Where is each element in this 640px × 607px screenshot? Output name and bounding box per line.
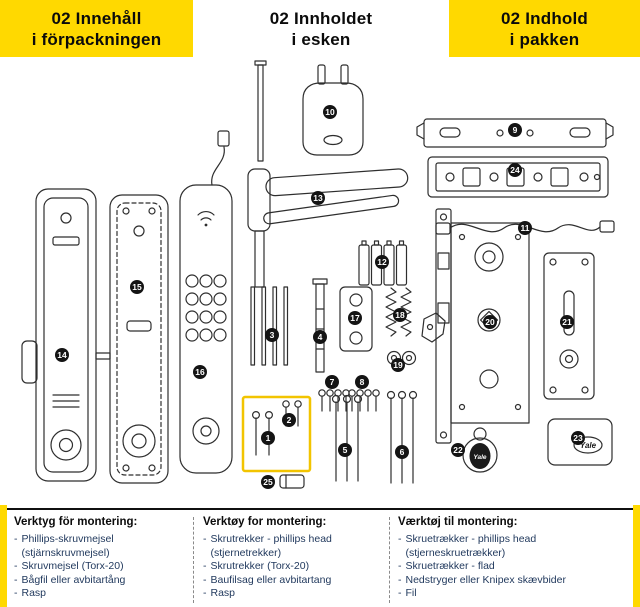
tool-item-text: Skruvmejsel (Torx-20) — [21, 560, 124, 572]
part-12-batteries — [358, 240, 408, 286]
tool-list-item: -Baufilsag eller avbitartang — [203, 574, 383, 588]
part-3-rods — [250, 286, 289, 366]
tool-list-item: -Bågfil eller avbitartång — [14, 574, 186, 588]
part-15-interior-backplate — [109, 194, 169, 484]
tool-list-item: -Skruvmejsel (Torx-20) — [14, 560, 186, 574]
tool-item-text: Rasp — [21, 587, 47, 599]
tools-list-swedish: -Phillips-skruvmejsel(stjärnskruvmejsel)… — [14, 533, 186, 601]
tool-list-item: -Phillips-skruvmejsel(stjärnskruvmejsel) — [14, 533, 186, 560]
tool-list-item: -Skruetrækker - phillips head(stjerneskr… — [398, 533, 628, 560]
part-17-mount-plate — [339, 286, 373, 352]
tools-list-danish: -Skruetrækker - phillips head(stjerneskr… — [398, 533, 628, 601]
yellow-edge-left — [0, 505, 7, 607]
part-2-screws — [282, 400, 302, 427]
header-swedish: 02 Innehåll i förpackningen — [0, 0, 193, 57]
part-21-plate — [543, 252, 595, 400]
bullet-dash: - — [398, 533, 402, 545]
part-18-springs — [385, 287, 412, 337]
tool-item-text: Rasp — [210, 587, 236, 599]
header-danish-line2: i pakken — [509, 29, 580, 49]
tool-item-text: Skrutrekker - phillips head(stjernetrekk… — [210, 533, 332, 559]
part-7-screws — [318, 389, 350, 412]
part-16-keypad-unit — [179, 130, 233, 474]
bullet-dash: - — [14, 573, 18, 586]
long-rod — [254, 60, 267, 162]
tools-title-swedish: Verktyg för montering: — [14, 516, 138, 528]
part-8-screws — [348, 389, 380, 412]
part-25-clip — [279, 474, 305, 489]
part-22-keyfob: Yale — [462, 427, 498, 473]
tool-item-text: Skruetrækker - flad — [405, 560, 495, 572]
tools-column-norwegian: Verktøy for montering: -Skrutrekker - ph… — [203, 516, 383, 601]
keycard-brand-label: Yale — [580, 441, 597, 450]
part-9-bracket — [416, 118, 614, 148]
tool-item-text: Phillips-skruvmejsel(stjärnskruvmejsel) — [21, 533, 114, 559]
tool-item-text: Fil — [405, 587, 417, 599]
bullet-dash: - — [14, 560, 18, 572]
column-separator-1 — [193, 517, 194, 603]
tool-list-item: -Rasp — [14, 587, 186, 601]
header-danish: 02 Indhold i pakken — [449, 0, 640, 57]
tool-item-text: Nedstryger eller Knipex skævbider — [405, 573, 566, 586]
part-5-screws — [331, 394, 363, 482]
tool-item-text: Skrutrekker (Torx-20) — [210, 560, 310, 572]
parts-diagram-drawing: Yale Yale — [21, 60, 615, 489]
tool-list-item: -Fil — [398, 587, 628, 601]
tool-list-item: -Rasp — [203, 587, 383, 601]
header-swedish-line2: i förpackningen — [31, 29, 162, 49]
keyfob-brand-label: Yale — [473, 454, 487, 461]
tool-list-item: -Skrutrekker (Torx-20) — [203, 560, 383, 574]
tools-column-danish: Værktøj til montering: -Skruetrækker - p… — [398, 516, 628, 601]
highlight-box — [241, 395, 312, 473]
header-norwegian-line1: 02 Innholdet — [269, 8, 373, 28]
spindle-bar — [95, 352, 111, 360]
bullet-dash: - — [203, 587, 207, 599]
tools-title-norwegian: Verktøy for montering: — [203, 516, 327, 528]
tools-title-danish: Værktøj til montering: — [398, 516, 518, 528]
tools-column-swedish: Verktyg för montering: -Phillips-skruvme… — [14, 516, 186, 601]
part-24-strike-plate — [427, 156, 609, 198]
bullet-dash: - — [203, 560, 207, 572]
part-4-square-rod — [312, 278, 328, 373]
part-10-power-plug — [302, 64, 364, 156]
bullet-dash: - — [203, 533, 207, 545]
tool-list-item: -Skrutrekker - phillips head(stjernetrek… — [203, 533, 383, 560]
section-divider-rule — [7, 508, 633, 510]
tool-item-text: Baufilsag eller avbitartang — [210, 573, 332, 586]
bullet-dash: - — [398, 587, 402, 599]
part-19-nuts — [386, 350, 417, 366]
tools-section: Verktyg för montering: -Phillips-skruvme… — [0, 505, 640, 607]
tool-list-item: -Skruetrækker - flad — [398, 560, 628, 574]
tool-list-item: -Nedstryger eller Knipex skævbider — [398, 574, 628, 588]
header-norwegian: 02 Innholdet i esken — [193, 0, 449, 57]
part-6-screws — [386, 390, 418, 484]
part-13-handle — [247, 168, 409, 288]
column-separator-2 — [389, 517, 390, 603]
tools-list-norwegian: -Skrutrekker - phillips head(stjernetrek… — [203, 533, 383, 601]
header-norwegian-line2: i esken — [291, 29, 351, 49]
bullet-dash: - — [203, 573, 207, 586]
tool-item-text: Skruetrækker - phillips head(stjerneskru… — [405, 533, 537, 559]
cam-piece — [421, 312, 446, 343]
header-danish-line1: 02 Indhold — [501, 8, 588, 28]
bullet-dash: - — [14, 533, 18, 545]
tool-item-text: Bågfil eller avbitartång — [21, 573, 126, 586]
part-1-screws — [252, 411, 274, 456]
bullet-dash: - — [398, 560, 402, 572]
part-23-keycard: Yale — [547, 418, 613, 466]
bullet-dash: - — [14, 587, 18, 599]
part-20-mortise-lock — [435, 208, 530, 444]
header-swedish-line1: 02 Innehåll — [51, 8, 142, 28]
yellow-edge-right — [633, 505, 640, 607]
bullet-dash: - — [398, 573, 402, 586]
part-14-exterior-unit-side — [21, 188, 97, 482]
